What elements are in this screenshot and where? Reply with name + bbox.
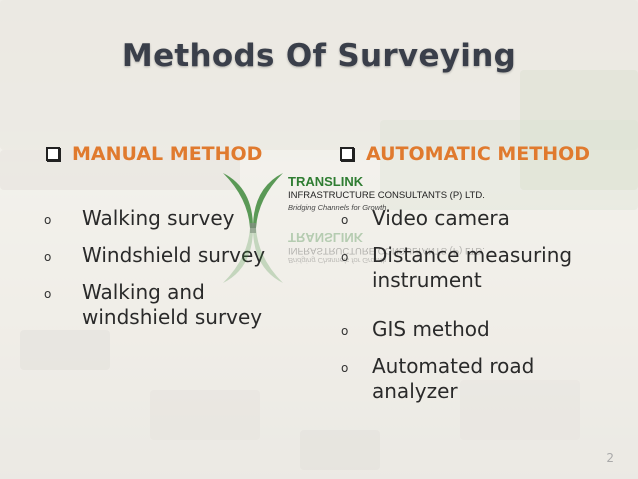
logo-brand-reflection: TRANSLINK — [288, 230, 364, 245]
list-item: Windshield survey — [82, 243, 266, 267]
logo-brand-name: TRANSLINK — [288, 174, 364, 189]
manual-method-label: MANUAL METHOD — [72, 143, 263, 165]
circle-bullet-icon: o — [341, 361, 349, 375]
logo-company-name: INFRASTRUCTURE CONSULTANTS (P) LTD. — [288, 190, 485, 201]
circle-bullet-icon: o — [341, 250, 349, 264]
circle-bullet-icon: o — [341, 213, 349, 227]
circle-bullet-icon: o — [44, 287, 52, 301]
list-item: Video camera — [372, 206, 510, 230]
slide-title: Methods Of Surveying — [121, 38, 517, 74]
automatic-method-label: AUTOMATIC METHOD — [366, 143, 591, 165]
checkbox-bullet-icon — [46, 147, 60, 161]
checkbox-bullet-icon — [340, 147, 354, 161]
page-number: 2 — [606, 451, 614, 465]
logo-tagline-reflection: Bridging Channels for Growth — [288, 256, 387, 265]
list-item: Distance measuring instrument — [372, 243, 573, 292]
circle-bullet-icon: o — [341, 324, 349, 338]
circle-bullet-icon: o — [44, 250, 52, 264]
list-item: Walking survey — [82, 206, 235, 230]
translink-logo-mark-icon — [223, 173, 283, 283]
manual-method-heading: MANUAL METHOD — [46, 143, 262, 165]
automatic-method-heading: AUTOMATIC METHOD — [340, 143, 590, 165]
list-item: GIS method — [372, 317, 490, 341]
logo-tagline: Bridging Channels for Growth — [288, 203, 387, 212]
logo-company-reflection: INFRASTRUCTURE CONSULTANTS (P) LTD. — [288, 245, 485, 256]
list-item: Automated road analyzer — [372, 354, 535, 403]
logo-reflection: Bridging Channels for Growth INFRASTRUCT… — [288, 230, 485, 265]
list-item: Walking and windshield survey — [82, 280, 263, 329]
circle-bullet-icon: o — [44, 213, 52, 227]
translink-logo: TRANSLINK INFRASTRUCTURE CONSULTANTS (P)… — [218, 168, 485, 288]
